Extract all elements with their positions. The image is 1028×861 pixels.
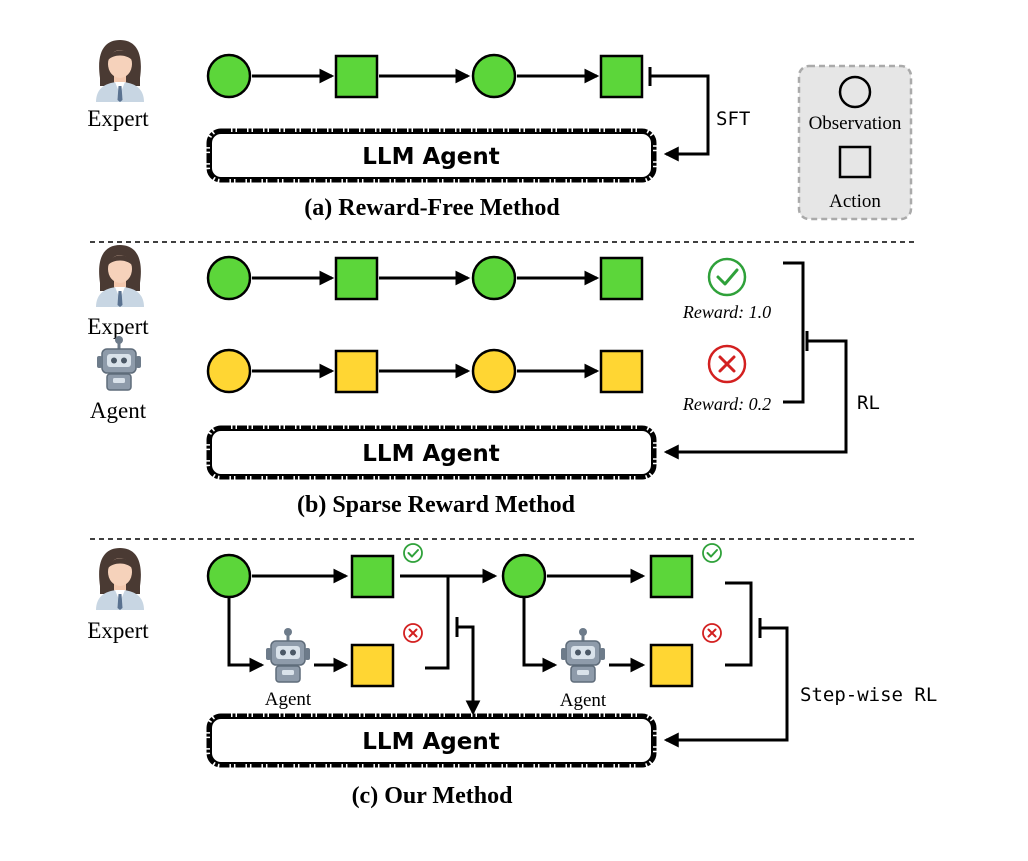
llm-agent-box-inner: [210, 717, 653, 764]
rl-bracket: [783, 261, 805, 404]
check-icon: [403, 543, 423, 563]
sft-label: SFT: [716, 108, 750, 130]
legend-observation-label: Observation: [809, 113, 902, 134]
caption-c: (c) Our Method: [352, 783, 514, 809]
llm-agent-box-inner: [210, 132, 653, 179]
llm-agent-box: [206, 713, 657, 768]
check-icon: [702, 543, 722, 563]
agent-label: Agent: [265, 689, 312, 710]
observation-node: [206, 53, 252, 99]
expert-label: Expert: [87, 618, 149, 643]
action-node: [350, 643, 395, 688]
flow-arrow: [227, 597, 265, 673]
legend-observation-shape: [838, 75, 872, 109]
person-icon: [96, 245, 144, 307]
llm-agent-box-inner: [210, 429, 653, 476]
cross-icon: [403, 623, 423, 643]
legend-action-shape: [838, 145, 872, 179]
rl-label: RL: [857, 392, 880, 414]
flow-arrow: [522, 597, 558, 673]
llm-agent-label: LLM Agent: [362, 729, 499, 755]
agent-label: Agent: [560, 690, 607, 711]
step-bracket: [425, 574, 450, 670]
step-wise-rl-arrow: [663, 626, 789, 748]
section-a: Expert SFT LLM Agent (a) Reward-Free Met…: [87, 40, 913, 221]
llm-agent-box: [206, 128, 657, 183]
action-node: [350, 554, 395, 599]
person-icon: [96, 40, 144, 102]
robot-icon: [95, 334, 143, 392]
llm-agent-label: LLM Agent: [362, 441, 499, 467]
cross-icon: [707, 344, 747, 384]
sft-arrow: [650, 74, 710, 162]
action-node: [334, 54, 379, 99]
person-icon: [96, 548, 144, 610]
observation-node: [206, 255, 252, 301]
legend-action-label: Action: [829, 191, 881, 212]
rl-arrow: [663, 339, 848, 460]
action-node: [599, 256, 644, 301]
legend-box: [797, 64, 913, 221]
reward-bad-label: Reward: 0.2: [682, 394, 771, 414]
action-node: [599, 54, 644, 99]
step-wise-rl-label: Step-wise RL: [800, 684, 937, 706]
observation-node: [471, 348, 517, 394]
caption-b: (b) Sparse Reward Method: [297, 492, 576, 518]
legend: Observation Action: [797, 64, 913, 221]
llm-agent-box: [206, 425, 657, 480]
cross-icon: [702, 623, 722, 643]
observation-node: [471, 255, 517, 301]
robot-icon: [559, 626, 607, 684]
section-c: Expert Agent Agent: [87, 543, 937, 809]
observation-node: [501, 553, 547, 599]
caption-a: (a) Reward-Free Method: [304, 195, 560, 221]
llm-agent-label: LLM Agent: [362, 144, 499, 170]
expert-label: Expert: [87, 314, 149, 339]
observation-node: [471, 53, 517, 99]
check-icon: [707, 257, 747, 297]
observation-node: [206, 553, 252, 599]
reward-good-label: Reward: 1.0: [682, 302, 771, 322]
expert-label: Expert: [87, 106, 149, 131]
section-b: Expert Agent Reward: 1.0 Reward: 0.2: [87, 245, 880, 518]
action-node: [649, 554, 694, 599]
action-node: [599, 349, 644, 394]
step-bracket: [725, 581, 753, 667]
robot-icon: [264, 626, 312, 684]
agent-label: Agent: [90, 398, 147, 423]
action-node: [334, 349, 379, 394]
action-node: [649, 643, 694, 688]
action-node: [334, 256, 379, 301]
step-arrow: [457, 625, 481, 716]
observation-node: [206, 348, 252, 394]
